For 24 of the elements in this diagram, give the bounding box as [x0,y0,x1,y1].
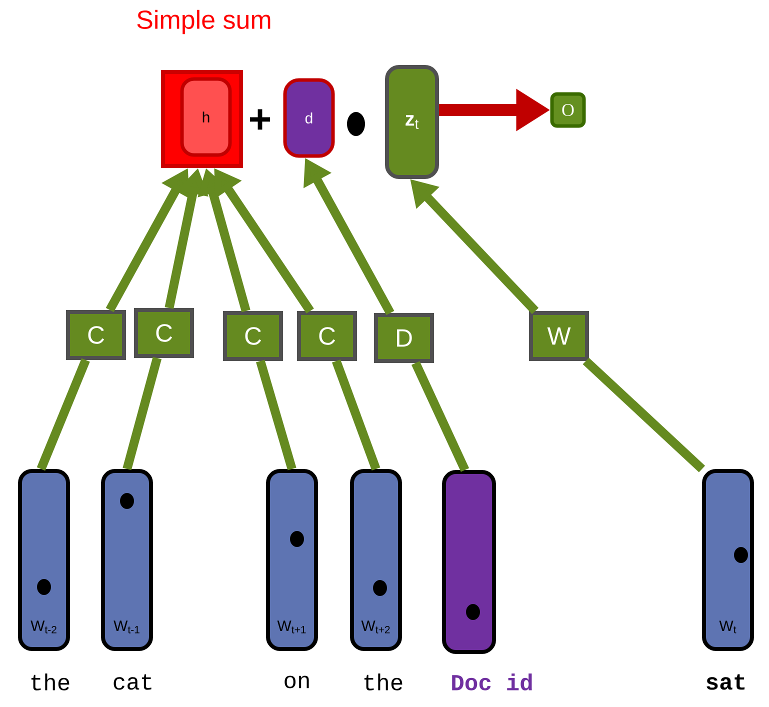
word-vector: W$_{t+2}$ [350,469,402,651]
doc-vector-box: d [283,78,335,158]
word-label: Doc id [452,674,532,690]
doc-vector [442,470,496,654]
matrix-box: C [297,311,357,361]
word-label: sat [706,674,745,690]
output-box: z$_{t}$ [385,65,439,179]
word-label: on [284,676,309,688]
word-vector: W$_{t}$ [702,469,754,651]
matrix-box: C [223,311,283,361]
word-vector: W$_{t-2}$ [18,469,70,651]
matrix-box: W [529,311,589,361]
matrix-box: D [374,313,434,363]
word-vector: W$_{t+1}$ [266,469,318,651]
output-node: O [550,92,586,128]
word-label: cat [114,674,152,690]
word-vector: W$_{t-1}$ [101,469,153,651]
matrix-box: C [66,310,126,360]
title: Simple sum [137,10,270,34]
matrix-box: C [134,308,194,358]
hidden-box: h [180,77,232,157]
word-label: the [31,674,70,690]
word-label: the [364,674,402,690]
plus-sign: + [250,109,270,130]
